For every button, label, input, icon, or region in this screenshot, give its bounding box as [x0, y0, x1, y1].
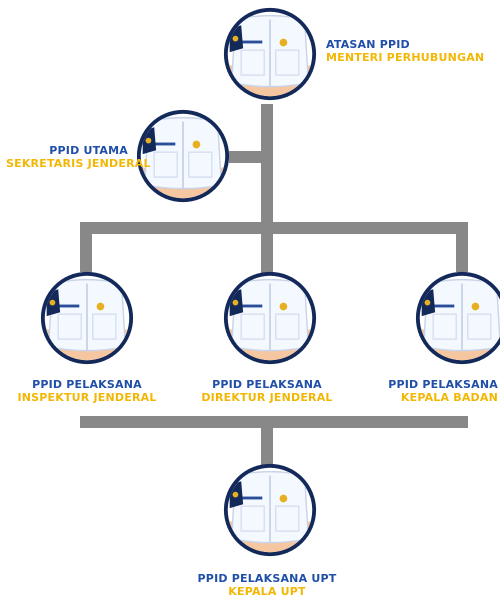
connector-horizontal-bar	[80, 222, 468, 234]
officer-uniform-icon	[223, 7, 317, 101]
role-text: ATASAN PPID	[326, 38, 410, 51]
title-text: MENTERI PERHUBUNGAN	[326, 51, 485, 64]
officer-uniform-icon	[40, 271, 134, 365]
connector-upt-drop	[261, 416, 273, 466]
label-ppid-pelaksana-inspektur: PPID PELAKSANA INSPEKTUR JENDERAL	[12, 378, 162, 404]
officer-uniform-icon	[136, 109, 230, 203]
title-text: KEPALA BADAN	[400, 391, 498, 404]
title-text: KEPALA UPT	[228, 585, 306, 598]
label-ppid-pelaksana-upt: PPID PELAKSANA UPT KEPALA UPT	[182, 572, 352, 598]
node-ppid-pelaksana-inspektur	[39, 270, 135, 366]
label-ppid-pelaksana-kepala-badan: PPID PELAKSANA KEPALA BADAN	[384, 378, 498, 404]
node-ppid-pelaksana-direktur	[222, 270, 318, 366]
connector-drop-left	[80, 222, 92, 272]
officer-uniform-icon	[223, 463, 317, 557]
title-text: SEKRETARIS JENDERAL	[6, 157, 151, 170]
officer-uniform-icon	[223, 271, 317, 365]
connector-drop-right	[456, 222, 468, 272]
node-atasan-ppid	[222, 6, 318, 102]
title-text: DIREKTUR JENDERAL	[201, 391, 333, 404]
role-text: PPID UTAMA	[49, 144, 128, 157]
role-text: PPID PELAKSANA	[212, 378, 322, 391]
role-text: PPID PELAKSANA	[32, 378, 142, 391]
label-ppid-utama: PPID UTAMA SEKRETARIS JENDERAL	[6, 144, 151, 170]
label-ppid-pelaksana-direktur: PPID PELAKSANA DIREKTUR JENDERAL	[192, 378, 342, 404]
connector-bottom-bar	[80, 416, 468, 428]
node-ppid-pelaksana-kepala-badan	[414, 270, 500, 366]
node-ppid-utama	[135, 108, 231, 204]
role-text: PPID PELAKSANA UPT	[197, 572, 337, 585]
role-text: PPID PELAKSANA	[388, 378, 498, 391]
node-ppid-pelaksana-upt	[222, 462, 318, 558]
officer-uniform-icon	[415, 271, 500, 365]
connector-atasan-trunk	[261, 104, 273, 274]
connector-utama-branch	[229, 151, 273, 163]
label-atasan-ppid: ATASAN PPID MENTERI PERHUBUNGAN	[326, 38, 484, 64]
title-text: INSPEKTUR JENDERAL	[17, 391, 157, 404]
